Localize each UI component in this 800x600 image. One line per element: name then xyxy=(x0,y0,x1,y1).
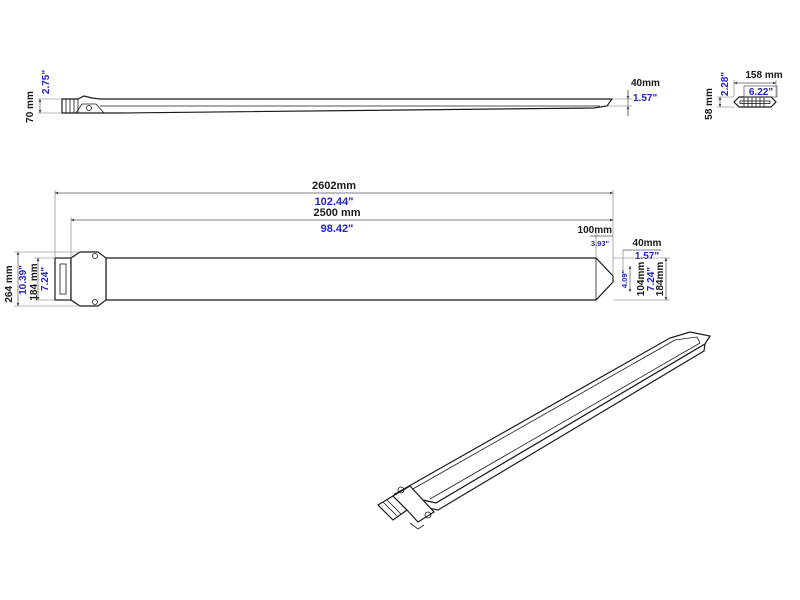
end-view-profile xyxy=(733,96,777,108)
sleeve-length-in-label: 98.42" xyxy=(321,223,354,235)
taper-length-in-label: 3.93" xyxy=(591,239,610,248)
side-view-pin-hole xyxy=(86,105,92,111)
taper-length-mm-label: 100mm xyxy=(578,225,613,236)
end-height-in-label: 2.28" xyxy=(720,72,731,96)
outer-width-mm-label: 264 mm xyxy=(4,265,15,302)
inner-width-mm-label: 184 mm xyxy=(29,263,40,300)
side-view-fork-profile xyxy=(61,95,614,114)
side-thickness-mm-label: 70 mm xyxy=(25,91,36,123)
tip-width-in-label: 4.09" xyxy=(620,269,629,288)
side-tip-in-label: 1.57" xyxy=(633,93,657,104)
end-width-mm-label: 184mm xyxy=(655,262,666,297)
end-view: 158 mm 6.22" 58 mm 2.28" xyxy=(704,70,783,120)
end-width-in-label: 6.22" xyxy=(749,87,773,98)
outer-width-in-label: 10.39" xyxy=(18,265,29,295)
iso-pin-hole xyxy=(397,486,405,494)
end-width-in-label: 7.24" xyxy=(646,267,657,291)
sleeve-length-mm-label: 2500 mm xyxy=(313,207,360,219)
side-view-pin-bracket xyxy=(75,103,105,114)
overall-length-mm-label: 2602mm xyxy=(312,180,356,192)
end-height-mm-label: 58 mm xyxy=(704,88,715,120)
iso-fork-top-face xyxy=(393,331,711,504)
top-view-pin-bracket xyxy=(70,251,107,307)
top-view-fork-outline xyxy=(105,257,614,301)
tip-width-mm-label: 104mm xyxy=(636,262,647,297)
tip-length-mm-label: 40mm xyxy=(633,238,662,249)
isometric-view xyxy=(377,331,711,530)
end-width-mm-label: 158 mm xyxy=(745,70,782,81)
tip-length-in-label: 1.57" xyxy=(635,251,659,262)
top-view-pin-hole-lower xyxy=(92,299,98,305)
inner-width-in-label: 7.24" xyxy=(40,267,51,291)
side-view: 70 mm 2.75" 40mm 1.57" xyxy=(25,70,660,123)
top-view-pin-hole-upper xyxy=(92,253,98,259)
side-tip-mm-label: 40mm xyxy=(631,78,660,89)
overall-length-in-label: 102.44" xyxy=(315,196,354,208)
top-view: 2602mm 102.44" 2500 mm 98.42" 100mm 3.93… xyxy=(4,180,670,307)
side-thickness-in-label: 2.75" xyxy=(41,70,52,94)
